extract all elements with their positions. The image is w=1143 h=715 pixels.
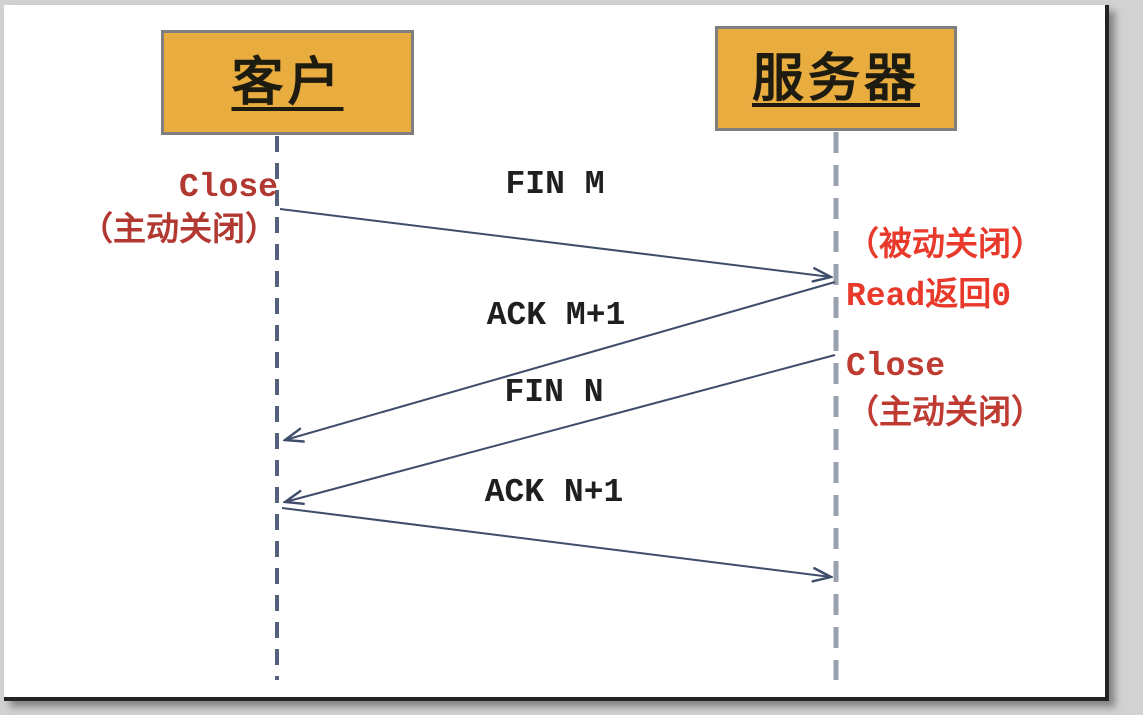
actor-server: 服务器 (715, 26, 957, 131)
arrow-fin-n (285, 354, 836, 502)
arrow-ack-m1 (285, 281, 836, 440)
message-label-ack-n1: ACK N+1 (484, 474, 624, 511)
annotation-client-close-line1: Close (178, 169, 278, 206)
annotation-client-close-line2: （主动关闭） (80, 213, 278, 250)
annotation-client-close: Close （主动关闭） (20, 166, 278, 254)
annotation-server-close-line1: Close (846, 348, 946, 385)
actor-client: 客户 (161, 30, 414, 135)
annotation-server-passive-close: （被动关闭） Read返回0 (846, 222, 1044, 322)
actor-server-label: 服务器 (751, 47, 920, 109)
message-label-ack-m1: ACK M+1 (486, 297, 626, 334)
arrow-fin-m (279, 208, 831, 277)
annotation-server-passive-line2: Read返回0 (846, 278, 1012, 315)
actor-client-label: 客户 (231, 51, 344, 113)
annotation-server-passive-line1: （被动关闭） (846, 228, 1044, 265)
annotation-server-close: Close （主动关闭） (846, 343, 1044, 439)
arrow-ack-n1 (281, 507, 831, 577)
message-label-fin-n: FIN N (504, 374, 604, 411)
message-label-fin-m: FIN M (505, 166, 605, 203)
annotation-server-close-line2: （主动关闭） (846, 396, 1044, 433)
